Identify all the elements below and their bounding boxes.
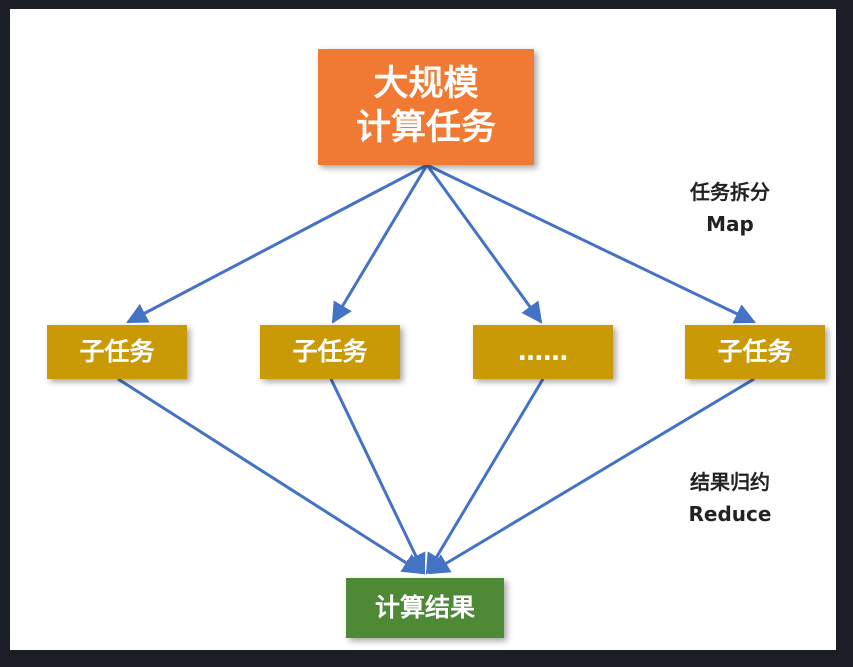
reduce-label: 结果归约 Reduce: [670, 466, 790, 530]
large-task-node: 大规模 计算任务: [318, 49, 534, 165]
map-arrow-4: [426, 163, 756, 324]
map-arrow-1: [126, 163, 428, 324]
reduce-arrow-3: [425, 378, 545, 575]
reduce-arrow-1: [117, 377, 424, 575]
reduce-arrow-2: [329, 378, 426, 575]
subtask-node-1: 子任务: [47, 325, 187, 379]
map-label-en: Map: [706, 212, 754, 236]
result-node: 计算结果: [346, 578, 504, 638]
subtask-node-ellipsis: ……: [473, 325, 613, 379]
reduce-arrow-4: [428, 377, 755, 575]
map-label: 任务拆分 Map: [670, 176, 790, 240]
map-arrow-3: [425, 164, 543, 324]
subtask-node-4: 子任务: [685, 325, 825, 379]
reduce-label-en: Reduce: [688, 502, 772, 526]
subtask-node-2: 子任务: [260, 325, 400, 379]
map-arrow-2: [331, 164, 429, 324]
reduce-label-cn: 结果归约: [690, 470, 770, 494]
map-label-cn: 任务拆分: [690, 180, 770, 204]
